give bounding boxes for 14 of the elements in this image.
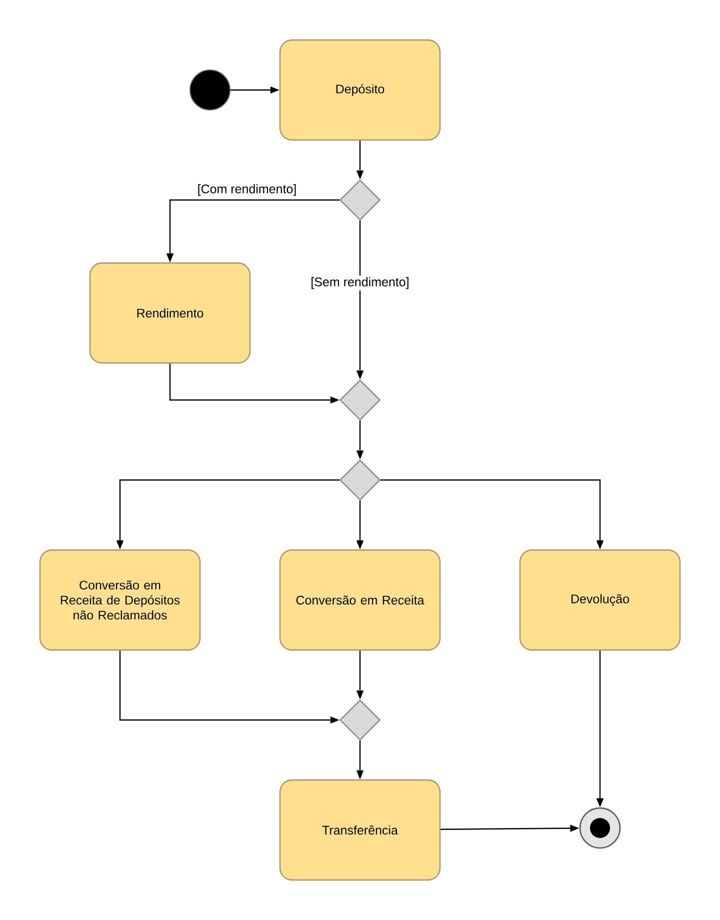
decision-diamond bbox=[340, 700, 380, 740]
action-box: Conversão em Receita bbox=[279, 549, 441, 651]
end-circle bbox=[579, 807, 621, 849]
decision-diamond bbox=[340, 180, 380, 220]
decision-diamond bbox=[340, 380, 380, 420]
action-box: Depósito bbox=[279, 39, 441, 141]
edge-label: [Sem rendimento] bbox=[309, 276, 411, 290]
action-box: Rendimento bbox=[89, 262, 251, 364]
action-box: Transferência bbox=[279, 779, 441, 881]
action-box: Conversão em Receita de Depósitos não Reclamados bbox=[39, 549, 201, 651]
decision-diamond bbox=[340, 460, 380, 500]
action-box: Devolução bbox=[519, 549, 681, 651]
start-circle bbox=[190, 70, 230, 110]
edge-label: [Com rendimento] bbox=[196, 182, 298, 198]
